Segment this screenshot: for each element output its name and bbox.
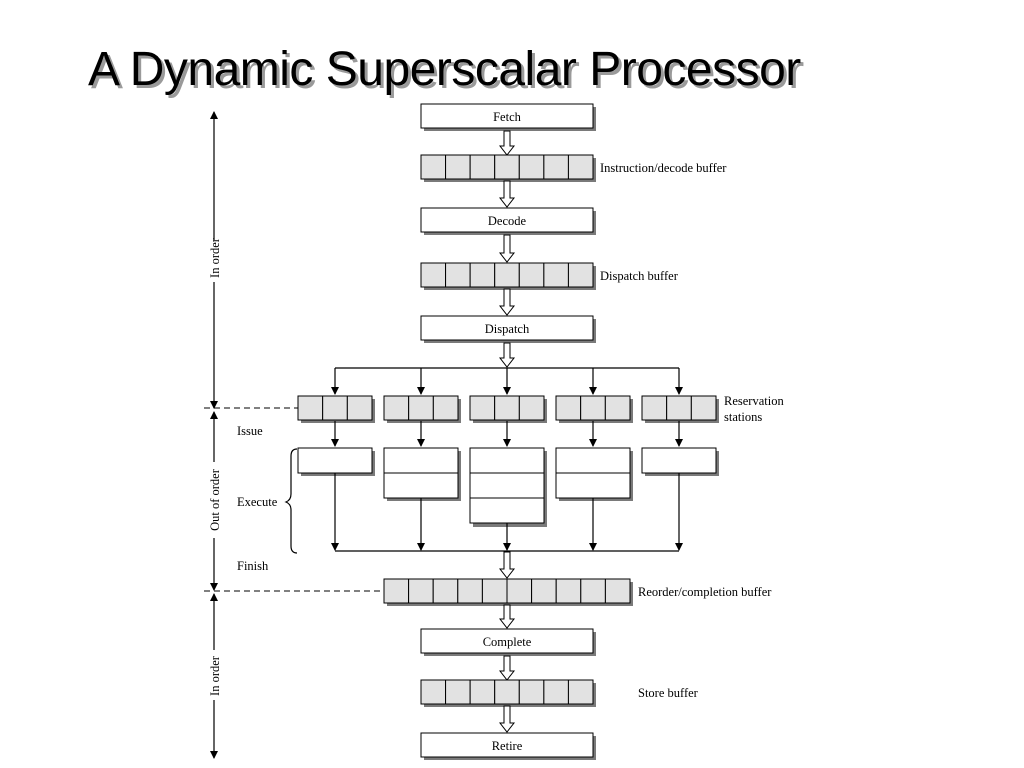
issue-arrows: [331, 421, 683, 447]
hollow-arrow: [498, 551, 516, 579]
finish-label: Finish: [237, 559, 269, 573]
reservation-station: [469, 395, 547, 423]
execute-label: Execute: [237, 495, 278, 509]
retire-stage: Retire: [420, 732, 596, 760]
reservation-station: [641, 395, 719, 423]
store-buffer-label: Store buffer: [638, 686, 699, 700]
issue-label: Issue: [237, 424, 263, 438]
hollow-arrow: [498, 342, 516, 368]
hollow-arrow: [498, 705, 516, 733]
hollow-arrow: [498, 130, 516, 156]
instruction-decode-buffer-label: Instruction/decode buffer: [600, 161, 727, 175]
decode-stage: Decode: [420, 207, 596, 235]
dispatch-label: Dispatch: [485, 322, 530, 336]
reservation-stations-label-line2: stations: [724, 410, 762, 424]
decode-label: Decode: [488, 214, 527, 228]
execution-units: [297, 447, 719, 527]
reorder-completion-buffer: Reorder/completion buffer: [383, 578, 772, 606]
in-order-bottom-label: In order: [208, 655, 222, 696]
finish-bus: [331, 473, 683, 552]
fetch-label: Fetch: [493, 110, 522, 124]
reservation-station: [555, 395, 633, 423]
execution-unit: [297, 447, 375, 476]
reorder-completion-buffer-label: Reorder/completion buffer: [638, 585, 772, 599]
reservation-stations: Reservation stations: [297, 394, 784, 424]
complete-label: Complete: [483, 635, 532, 649]
dispatch-buffer: Dispatch buffer: [420, 262, 679, 290]
out-of-order-label: Out of order: [208, 468, 222, 531]
hollow-arrow: [498, 180, 516, 208]
store-buffer: Store buffer: [420, 679, 699, 707]
execution-unit: [383, 447, 461, 501]
retire-label: Retire: [492, 739, 523, 753]
dispatch-buffer-label: Dispatch buffer: [600, 269, 679, 283]
dispatch-bus: [331, 367, 683, 395]
execution-unit: [469, 447, 547, 527]
dispatch-stage: Dispatch: [420, 315, 596, 343]
ordering-axis: In order Out of order In order: [204, 111, 384, 759]
hollow-arrow: [498, 655, 516, 681]
instruction-decode-buffer: Instruction/decode buffer: [420, 154, 727, 182]
hollow-arrow: [498, 288, 516, 316]
reservation-station: [383, 395, 461, 423]
execution-unit: [641, 447, 719, 476]
execute-brace: [284, 448, 298, 554]
hollow-arrow: [498, 604, 516, 629]
fetch-stage: Fetch: [420, 103, 596, 131]
complete-stage: Complete: [420, 628, 596, 656]
slide-title: A Dynamic Superscalar Processor: [88, 43, 801, 96]
reservation-stations-label-line1: Reservation: [724, 394, 784, 408]
reservation-station: [297, 395, 375, 423]
hollow-arrow: [498, 234, 516, 263]
in-order-top-label: In order: [208, 237, 222, 278]
execution-unit: [555, 447, 633, 501]
